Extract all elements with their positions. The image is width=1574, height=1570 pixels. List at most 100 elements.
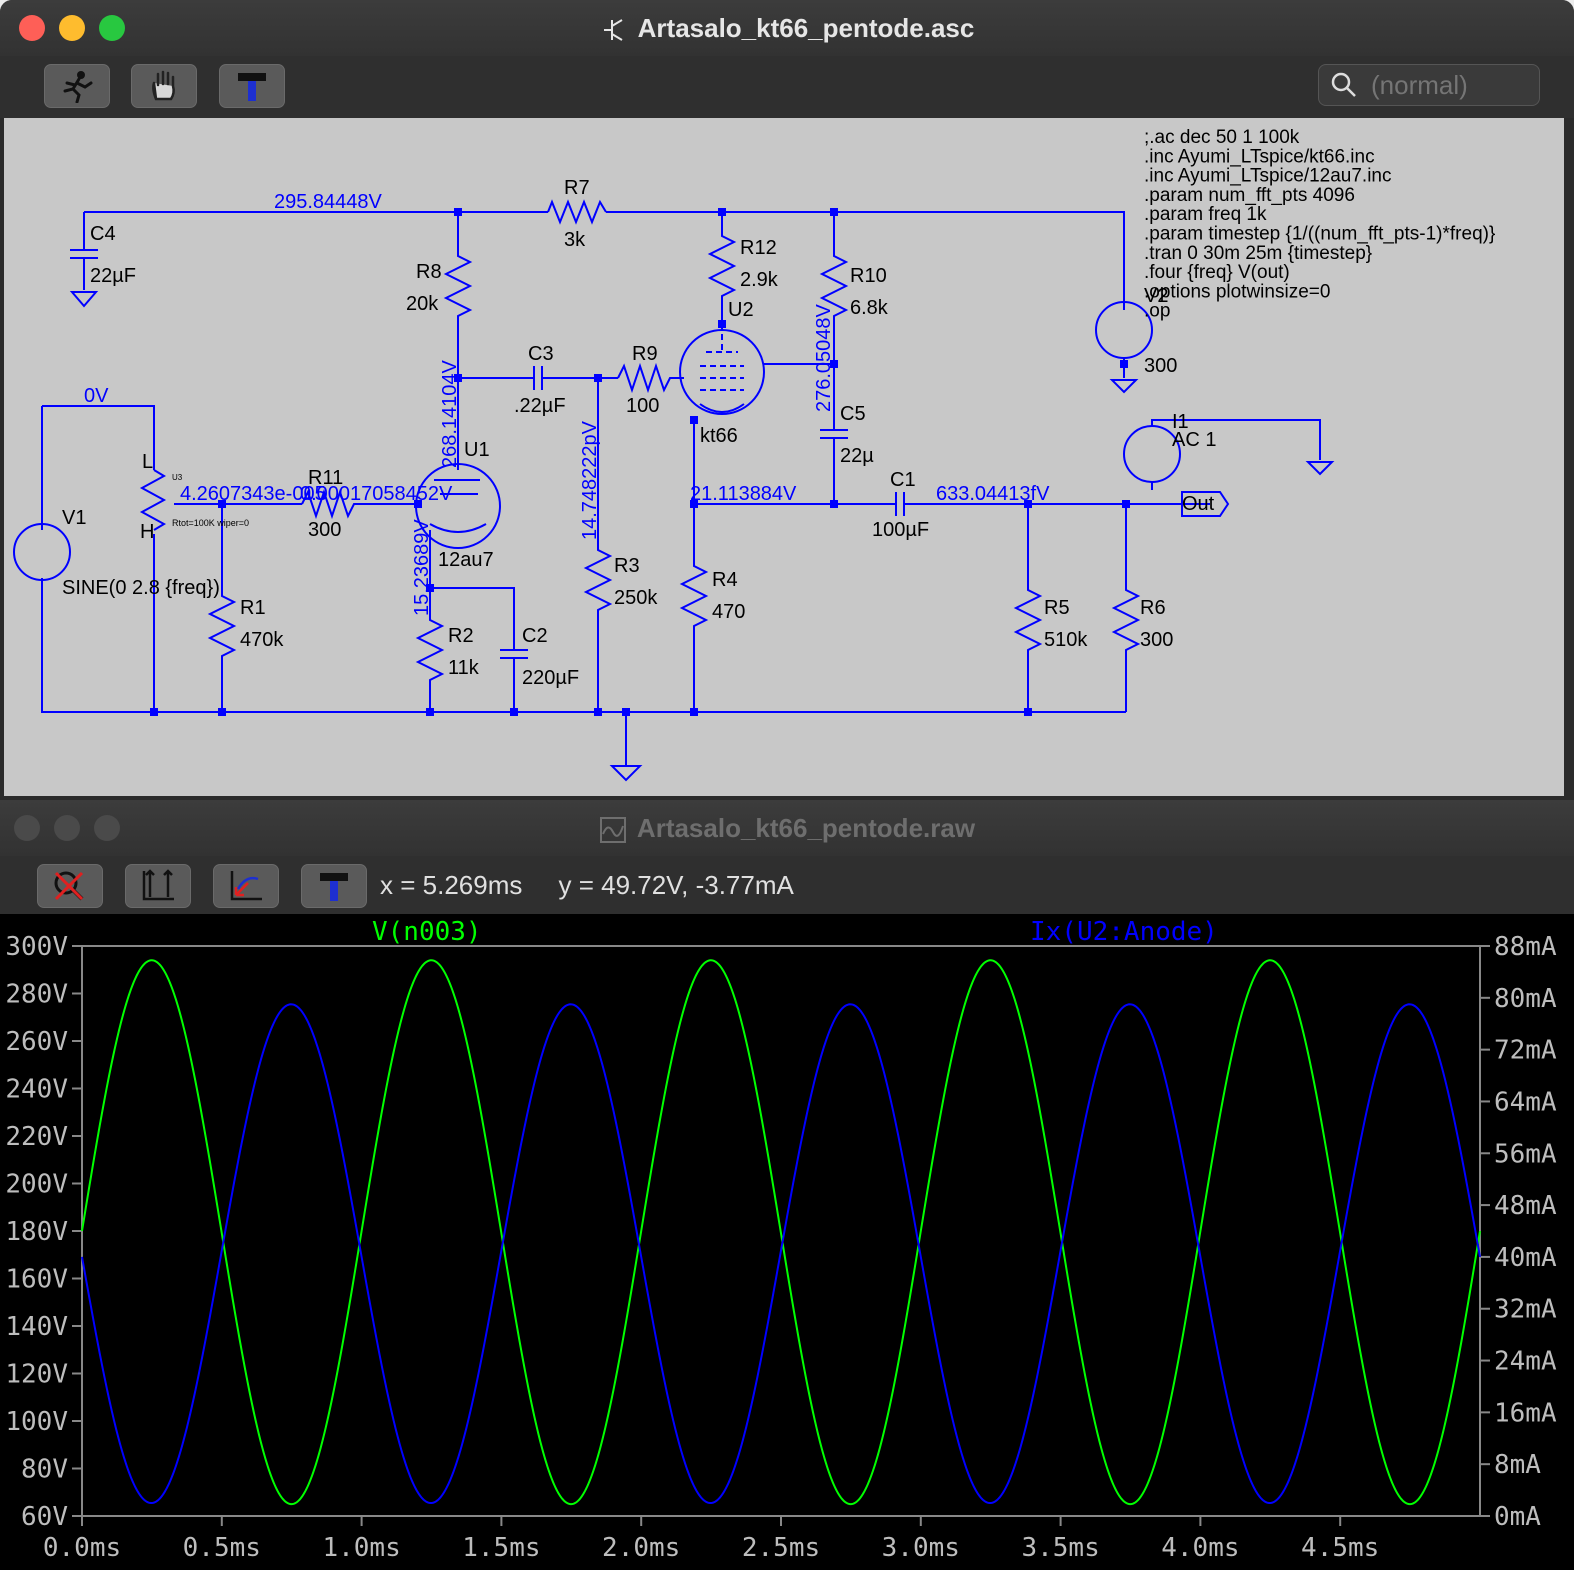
- c1-name: C1: [890, 469, 916, 491]
- search-input[interactable]: [1369, 69, 1533, 101]
- close-button-inactive[interactable]: [14, 815, 40, 841]
- x-tick-label: 3.5ms: [1021, 1533, 1099, 1563]
- zoom-extent-icon: [142, 869, 174, 901]
- waveform-plot[interactable]: 300V280V260V240V220V200V180V160V140V120V…: [0, 914, 1574, 1570]
- r7-name: R7: [564, 177, 590, 199]
- right-tick-label: 56mA: [1494, 1139, 1557, 1169]
- main-ground: [609, 712, 643, 782]
- window-title: Artasalo_kt66_pentode.asc: [0, 0, 1574, 56]
- net-label-gnd-left: 0V: [84, 385, 109, 407]
- r4-value: 470: [712, 601, 745, 623]
- spice-directive-line: .param num_fft_pts 4096: [1144, 185, 1355, 206]
- r9-symbol: [617, 362, 684, 394]
- u3-h: H: [140, 521, 154, 543]
- trace-label-ix-u2-anode[interactable]: Ix(U2:Anode): [1030, 917, 1218, 947]
- right-tick-label: 40mA: [1494, 1243, 1557, 1273]
- r11-value: 300: [308, 519, 341, 541]
- trace-label-v-n003[interactable]: V(n003): [372, 917, 482, 947]
- left-tick-label: 120V: [5, 1360, 68, 1390]
- r7-symbol: [547, 199, 607, 225]
- r6-symbol: [1111, 504, 1141, 712]
- left-tick-label: 260V: [5, 1027, 68, 1057]
- pan-button[interactable]: [131, 64, 197, 108]
- right-tick-label: 72mA: [1494, 1036, 1557, 1066]
- close-button[interactable]: [19, 15, 45, 41]
- c2-name: C2: [522, 625, 548, 647]
- i1-value: AC 1: [1172, 429, 1216, 451]
- v2-name: V2: [1144, 285, 1168, 307]
- r2-value: 11k: [448, 657, 480, 679]
- trace-ix-u2-anode[interactable]: [81, 1003, 1481, 1505]
- x-tick-label: 1.0ms: [322, 1533, 400, 1563]
- autorange-off-icon: [54, 871, 84, 901]
- net-label-u1-cathode: 15.23689V: [411, 519, 433, 616]
- c2-value: 220µF: [522, 667, 579, 689]
- r2-name: R2: [448, 625, 474, 647]
- r9-value: 100: [626, 395, 659, 417]
- u3-l: L: [142, 451, 153, 473]
- search-field[interactable]: [1318, 64, 1540, 106]
- v1-name: V1: [62, 507, 86, 529]
- zoom-back-button[interactable]: [213, 864, 279, 908]
- c5-value: 22µ: [840, 445, 874, 467]
- x-tick-label: 2.0ms: [602, 1533, 680, 1563]
- left-axis: 300V280V260V240V220V200V180V160V140V120V…: [5, 932, 82, 1532]
- hammer-button-plot[interactable]: [301, 864, 367, 908]
- left-tick-label: 300V: [5, 932, 68, 962]
- hammer-button[interactable]: [219, 64, 285, 108]
- spice-directive-line: .options plotwinsize=0: [1144, 281, 1330, 302]
- right-tick-label: 88mA: [1494, 932, 1557, 962]
- r6-value: 300: [1140, 629, 1173, 651]
- trace-v-n003[interactable]: [81, 959, 1481, 1506]
- left-tick-label: 60V: [21, 1502, 68, 1532]
- c3-value: .22µF: [514, 395, 566, 417]
- r8-symbol: [443, 212, 473, 378]
- right-axis: 88mA80mA72mA64mA56mA48mA40mA32mA24mA16mA…: [1480, 932, 1557, 1532]
- waveform-doc-icon: [599, 817, 626, 844]
- minimize-button-inactive[interactable]: [54, 815, 80, 841]
- zoom-extent-button[interactable]: [125, 864, 191, 908]
- r12-symbol: [707, 212, 737, 324]
- minimize-button[interactable]: [59, 15, 85, 41]
- x-tick-label: 4.5ms: [1301, 1533, 1379, 1563]
- left-tick-label: 280V: [5, 980, 68, 1010]
- zoom-button[interactable]: [99, 15, 125, 41]
- c5-name: C5: [840, 403, 866, 425]
- right-tick-label: 24mA: [1494, 1347, 1557, 1377]
- net-label-top: 295.84448V: [274, 191, 383, 213]
- spice-directive-line: .param timestep {1/((num_fft_pts-1)*freq…: [1144, 224, 1495, 245]
- left-tick-label: 220V: [5, 1122, 68, 1152]
- r1-value: 470k: [240, 629, 284, 651]
- zoom-back-icon: [230, 871, 262, 901]
- net-label-screen: 276.05048V: [813, 303, 835, 412]
- x-tick-label: 2.5ms: [742, 1533, 820, 1563]
- v1-symbol: [13, 523, 71, 581]
- left-tick-label: 160V: [5, 1265, 68, 1295]
- autorange-off-button[interactable]: [37, 864, 103, 908]
- r7-value: 3k: [564, 229, 586, 251]
- run-button[interactable]: [44, 64, 110, 108]
- cursor-readout: x = 5.269ms y = 49.72V, -3.77mA: [380, 870, 794, 901]
- waveform-titlebar: Artasalo_kt66_pentode.raw: [0, 800, 1574, 857]
- r5-value: 510k: [1044, 629, 1088, 651]
- r4-name: R4: [712, 569, 738, 591]
- v2-value: 300: [1144, 355, 1177, 377]
- waveform-window-title: Artasalo_kt66_pentode.raw: [0, 800, 1574, 856]
- r8-name: R8: [416, 261, 442, 283]
- u3-pot-symbol: [139, 469, 167, 531]
- zoom-button-inactive[interactable]: [94, 815, 120, 841]
- r10-c5-symbol: [819, 212, 849, 504]
- schematic-canvas[interactable]: 295.84448V 0V 4.2607343e-005 0.000170584…: [4, 118, 1564, 796]
- right-tick-label: 0mA: [1494, 1502, 1541, 1532]
- r2-symbol: [415, 588, 445, 712]
- schematic-toolbar: [0, 56, 1574, 118]
- r5-symbol: [1013, 504, 1043, 712]
- u3-name: U3: [172, 473, 183, 482]
- spice-directives[interactable]: ;.ac dec 50 1 100k.inc Ayumi_LTspice/kt6…: [1144, 127, 1495, 322]
- u1-name: U1: [464, 439, 490, 461]
- pan-hand-icon: [152, 70, 175, 101]
- r6-name: R6: [1140, 597, 1166, 619]
- schematic-doc-icon: [603, 19, 623, 41]
- c4-value: 22µF: [90, 265, 136, 287]
